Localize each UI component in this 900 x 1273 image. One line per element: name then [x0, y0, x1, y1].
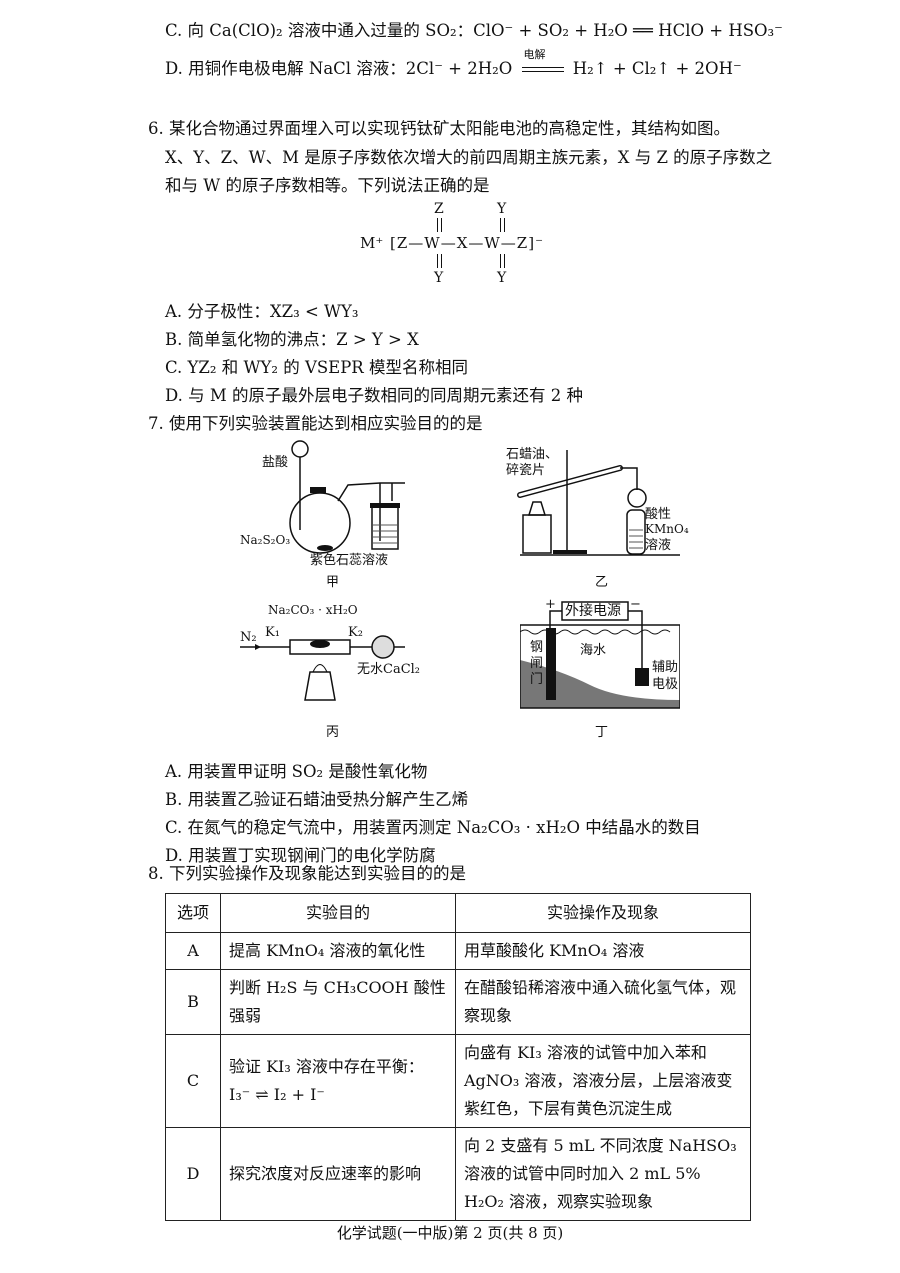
- row-operation: 用草酸酸化 KMnO₄ 溶液: [455, 932, 751, 970]
- struct-cation: M⁺: [360, 234, 384, 252]
- caption-jia: 甲: [326, 575, 340, 590]
- q5-option-d-prefix: D. 用铜作电极电解 NaCl 溶液：2Cl⁻ + 2H₂O: [165, 59, 513, 78]
- q6-option-a: A. 分子极性：XZ₃ < WY₃: [165, 302, 359, 321]
- table-row: B 判断 H₂S 与 CH₃COOH 酸性强弱 在醋酸铅稀溶液中通入硫化氢气体，…: [165, 969, 751, 1035]
- label-solution: 溶液: [645, 538, 672, 553]
- bond-top-left: [437, 218, 442, 232]
- page-footer: 化学试题(一中版)第 2 页(共 8 页): [336, 1224, 564, 1242]
- row-operation: 向 2 支盛有 5 mL 不同浓度 NaHSO₃ 溶液的试管中同时加入 2 mL…: [455, 1127, 751, 1221]
- row-goal-cell: 验证 KI₃ 溶液中存在平衡： I₃⁻ ⇌ I₂ + I⁻: [220, 1034, 456, 1128]
- table-row: A 提高 KMnO₄ 溶液的氧化性 用草酸酸化 KMnO₄ 溶液: [165, 932, 751, 970]
- q7-option-a: A. 用装置甲证明 SO₂ 是酸性氧化物: [165, 762, 428, 781]
- label-acidic: 酸性: [645, 507, 672, 522]
- table-row: C 验证 KI₃ 溶液中存在平衡： I₃⁻ ⇌ I₂ + I⁻ 向盛有 KI₃ …: [165, 1034, 751, 1128]
- row-goal: 验证 KI₃ 溶液中存在平衡：: [229, 1057, 424, 1076]
- apparatus-yi: [517, 450, 680, 556]
- caption-ding: 丁: [595, 725, 609, 740]
- struct-top-left: Z: [434, 201, 444, 217]
- table-header-row: 选项 实验目的 实验操作及现象: [165, 893, 751, 933]
- label-aux-1: 辅助: [652, 660, 679, 675]
- label-k2: K₂: [348, 625, 363, 640]
- label-negative: −: [630, 597, 641, 612]
- electrolysis-condition: 电解: [523, 48, 546, 61]
- label-na2s2o3: Na₂S₂O₃: [240, 533, 291, 547]
- label-hydrochloric-acid: 盐酸: [262, 455, 289, 470]
- header-operation: 实验操作及现象: [455, 893, 751, 933]
- q7-stem: 7. 使用下列实验装置能达到相应实验目的的是: [148, 414, 483, 433]
- struct-bottom-right: Y: [497, 270, 507, 286]
- row-goal-equilibrium: I₃⁻ ⇌ I₂ + I⁻: [229, 1085, 325, 1104]
- q6-option-d: D. 与 M 的原子最外层电子数相同的同周期元素还有 2 种: [165, 386, 584, 405]
- label-external-power: 外接电源: [565, 603, 621, 619]
- q7-option-b: B. 用装置乙验证石蜡油受热分解产生乙烯: [165, 790, 469, 809]
- q6-structure: Z Y M⁺ [Z—W—X—W—Z]⁻ Y Y: [330, 198, 570, 293]
- label-aux-2: 电极: [652, 677, 679, 692]
- q5-option-d: D. 用铜作电极电解 NaCl 溶液：2Cl⁻ + 2H₂O 电解 H₂↑ + …: [165, 48, 742, 80]
- q6-stem-line2: X、Y、Z、W、M 是原子序数依次增大的前四周期主族元素，X 与 Z 的原子序数…: [165, 148, 773, 167]
- q6-stem-line3: 和与 W 的原子序数相等。下列说法正确的是: [165, 176, 490, 195]
- caption-yi: 乙: [595, 575, 609, 590]
- row-operation: 向盛有 KI₃ 溶液的试管中加入苯和 AgNO₃ 溶液，溶液分层，上层溶液变紫红…: [455, 1034, 751, 1128]
- label-cacl2: 无水CaCl₂: [357, 662, 421, 677]
- struct-chain: [Z—W—X—W—Z]⁻: [390, 234, 544, 252]
- header-goal: 实验目的: [220, 893, 456, 933]
- label-seawater: 海水: [580, 643, 607, 658]
- label-k1: K₁: [265, 625, 280, 640]
- label-na2co3-xh2o: Na₂CO₃ · xH₂O: [268, 603, 358, 617]
- q7-option-c: C. 在氮气的稳定气流中，用装置丙测定 Na₂CO₃ · xH₂O 中结晶水的数…: [165, 818, 701, 837]
- q7-option-d: D. 用装置丁实现钢闸门的电化学防腐: [165, 846, 436, 865]
- row-goal: 判断 H₂S 与 CH₃COOH 酸性强弱: [220, 969, 456, 1035]
- equals-sign: [521, 67, 564, 72]
- q5-option-c: C. 向 Ca(ClO)₂ 溶液中通入过量的 SO₂：ClO⁻ + SO₂ + …: [165, 21, 783, 40]
- bond-bottom-left: [437, 254, 442, 268]
- row-option: A: [165, 932, 221, 970]
- label-n2: N₂: [240, 630, 257, 645]
- row-operation: 在醋酸铅稀溶液中通入硫化氢气体，观察现象: [455, 969, 751, 1035]
- label-gate-1: 钢: [530, 640, 544, 655]
- row-goal: 提高 KMnO₄ 溶液的氧化性: [220, 932, 456, 970]
- row-option: D: [165, 1127, 221, 1221]
- struct-bottom-left: Y: [434, 270, 444, 286]
- bond-top-right: [500, 218, 505, 232]
- table-row: D 探究浓度对反应速率的影响 向 2 支盛有 5 mL 不同浓度 NaHSO₃ …: [165, 1127, 751, 1221]
- q6-stem-line1: 6. 某化合物通过界面埋入可以实现钙钛矿太阳能电池的高稳定性，其结构如图。: [148, 119, 730, 138]
- apparatus-bing: [240, 635, 405, 701]
- q8-stem: 8. 下列实验操作及现象能达到实验目的的是: [148, 864, 466, 883]
- label-paraffin-oil: 石蜡油、: [506, 447, 559, 462]
- label-porcelain: 碎瓷片: [506, 463, 546, 478]
- label-positive: +: [545, 597, 556, 612]
- struct-top-right: Y: [497, 201, 507, 217]
- row-goal: 探究浓度对反应速率的影响: [220, 1127, 456, 1221]
- apparatus-ding: [520, 601, 680, 709]
- q8-table: 选项 实验目的 实验操作及现象 A 提高 KMnO₄ 溶液的氧化性 用草酸酸化 …: [165, 893, 751, 1221]
- caption-bing: 丙: [326, 725, 340, 740]
- row-option: C: [165, 1034, 221, 1128]
- label-litmus: 紫色石蕊溶液: [310, 553, 389, 568]
- label-kmno4: KMnO₄: [645, 522, 689, 536]
- header-option: 选项: [165, 893, 221, 933]
- q6-option-c: C. YZ₂ 和 WY₂ 的 VSEPR 模型名称相同: [165, 358, 468, 377]
- label-gate-3: 门: [530, 672, 544, 687]
- label-gate-2: 闸: [530, 656, 544, 671]
- row-option: B: [165, 969, 221, 1035]
- q5-option-d-suffix: H₂↑ + Cl₂↑ + 2OH⁻: [572, 59, 742, 78]
- apparatus-jia: [289, 440, 405, 554]
- bond-bottom-right: [500, 254, 505, 268]
- q6-option-b: B. 简单氢化物的沸点：Z > Y > X: [165, 330, 419, 349]
